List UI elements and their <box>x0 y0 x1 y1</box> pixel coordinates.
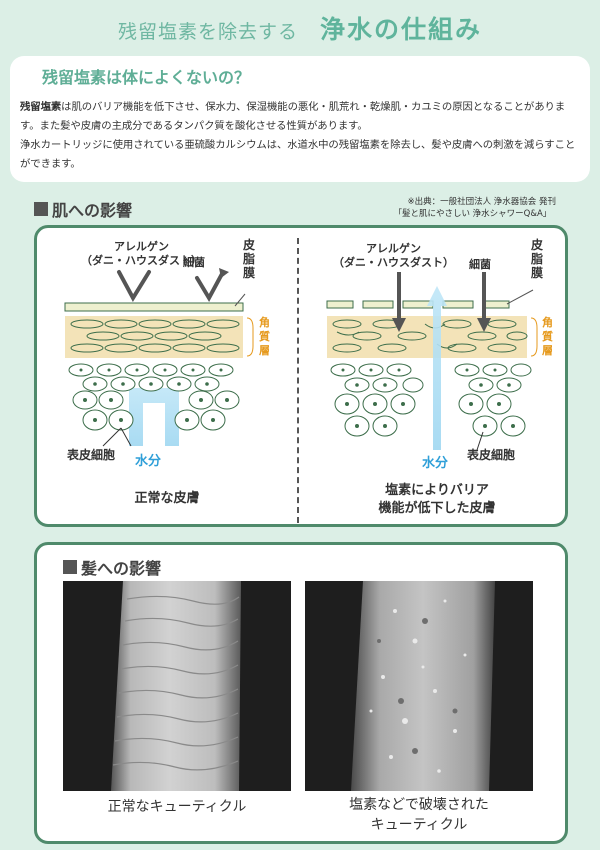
hair-panel: 髪への影響 <box>34 542 568 844</box>
right-allergen-label: アレルゲン （ダニ・ハウスダスト） <box>333 242 454 269</box>
header-subtitle: 残留塩素を除去する <box>117 21 298 43</box>
intro-paragraph-2: 浄水カートリッジに使用されている亜硫酸カルシウムは、水道水中の残留塩素を除去し、… <box>20 139 576 170</box>
sebum-film-broken <box>326 300 510 309</box>
intro-box: 残留塩素は体によくないの？ 残留塩素は肌のバリア機能を低下させ、保水力、保湿機能… <box>10 56 590 182</box>
right-sebum-label: 皮脂膜 <box>531 238 544 280</box>
hair-title-text: 髪への影響 <box>81 559 162 578</box>
square-bullet-icon <box>63 560 77 574</box>
damaged-skin-diagram <box>326 272 538 451</box>
damaged-cuticle-photo <box>305 581 533 791</box>
right-stratum-label: 角質層 <box>542 316 553 357</box>
sebum-film <box>64 302 244 312</box>
panel-divider <box>297 238 299 523</box>
normal-skin-diagram <box>64 268 254 447</box>
left-allergen-label: アレルゲン （ダニ・ハウスダスト） <box>81 240 202 267</box>
healthy-cuticle-photo <box>63 581 291 791</box>
page-header: 残留塩素を除去する 浄水の仕組み <box>0 10 600 50</box>
intro-heading: 残留塩素は体によくないの？ <box>42 68 251 87</box>
skin-section-title: 肌への影響 <box>34 197 132 221</box>
hair-section-title: 髪への影響 <box>63 555 161 579</box>
square-bullet-icon <box>34 202 48 216</box>
intro-paragraph-1: 残留塩素は肌のバリア機能を低下させ、保水力、保湿機能の悪化・肌荒れ・乾燥肌・カユ… <box>20 98 580 136</box>
left-epidermal-label: 表皮細胞 <box>67 448 116 462</box>
left-sebum-label: 皮脂膜 <box>243 238 256 280</box>
left-stratum-label: 角質層 <box>259 316 270 357</box>
skin-diagram <box>64 268 538 451</box>
intro-text-1: は肌のバリア機能を低下させ、保水力、保湿機能の悪化・肌荒れ・乾燥肌・カユミの原因… <box>20 101 566 132</box>
damaged-hair-image <box>305 581 533 791</box>
intro-keyword: 残留塩素 <box>20 101 62 113</box>
water-flow <box>129 388 179 446</box>
water-escape-arrow <box>427 286 447 450</box>
source-line-1: ※出典：一般社団法人 浄水器協会 発刊 <box>407 197 556 207</box>
bacteria-blocked-arrow <box>195 270 225 303</box>
header-title: 浄水の仕組み <box>320 15 483 44</box>
right-caption: 塩素によりバリア 機能が低下した皮膚 <box>378 483 496 516</box>
healthy-cuticle-caption: 正常なキューティクル <box>107 799 247 815</box>
source-note: ※出典：一般社団法人 浄水器協会 発刊 「髪と肌にやさしい 浄水シャワーQ&A」 <box>393 196 556 220</box>
skin-diagram-panel: アレルゲン （ダニ・ハウスダスト） 細菌 皮脂膜 角質層 表皮細胞 水分 正常な… <box>34 225 568 527</box>
skin-title-text: 肌への影響 <box>52 201 133 220</box>
source-line-2: 「髪と肌にやさしい 浄水シャワーQ&A」 <box>393 209 552 219</box>
left-bacteria-label: 細菌 <box>183 256 205 269</box>
right-water-label: 水分 <box>422 456 449 471</box>
left-caption: 正常な皮膚 <box>134 491 200 506</box>
damaged-cuticle-caption: 塩素などで破壊された キューティクル <box>349 797 489 833</box>
left-water-label: 水分 <box>135 454 162 469</box>
right-epidermal-label: 表皮細胞 <box>467 448 516 462</box>
allergen-blocked-arrow <box>117 270 151 303</box>
right-bacteria-label: 細菌 <box>469 258 491 271</box>
healthy-hair-image <box>63 581 291 791</box>
